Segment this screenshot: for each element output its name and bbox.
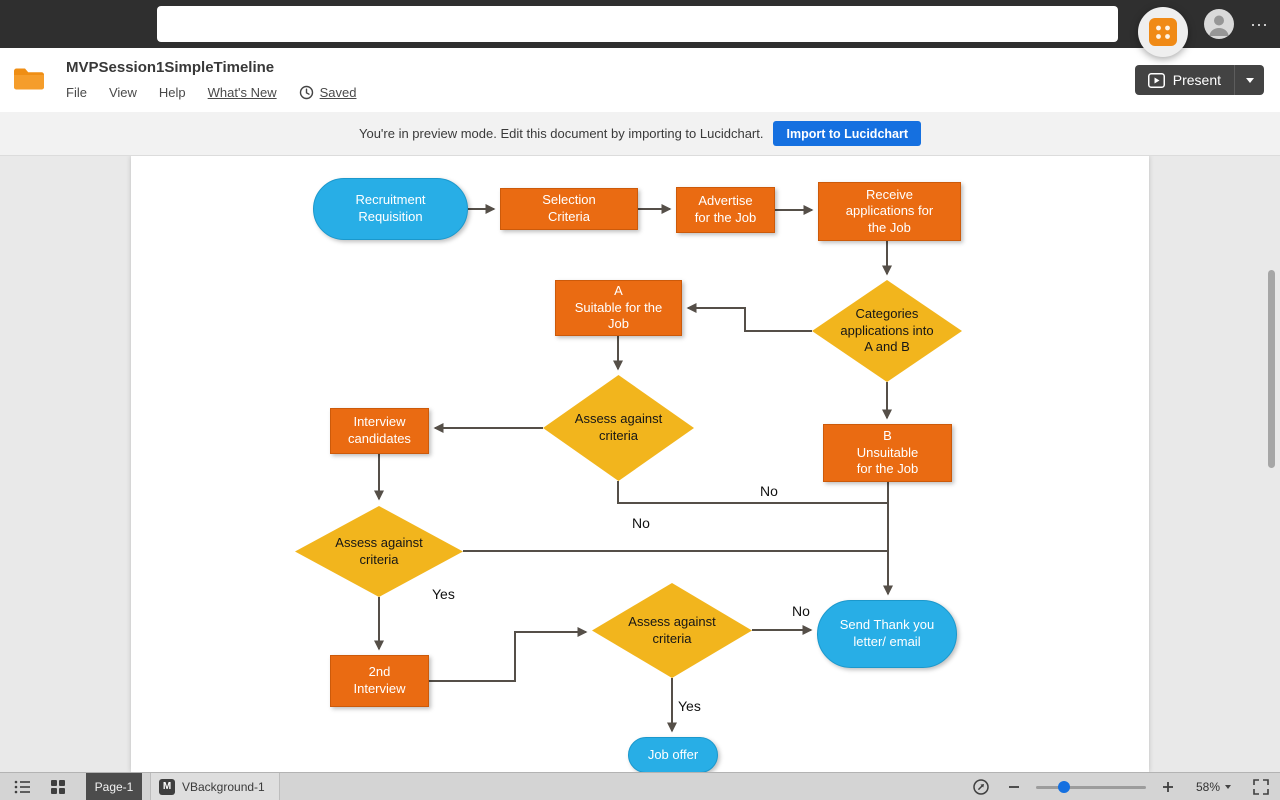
zoom-slider[interactable] (1035, 780, 1146, 794)
present-label: Present (1172, 72, 1221, 88)
edge-label-yes-2: Yes (678, 698, 701, 714)
node-interview-candidates[interactable]: Interview candidates (330, 408, 429, 454)
menu-file[interactable]: File (66, 85, 87, 100)
clock-icon (299, 85, 313, 100)
present-button-group: Present (1134, 65, 1264, 95)
zoom-in-button[interactable] (1159, 778, 1177, 796)
address-bar[interactable] (157, 6, 1118, 42)
overflow-menu-button[interactable]: ⋯ (1244, 10, 1274, 38)
node-a-suitable-for-the-job[interactable]: A Suitable for the Job (555, 280, 682, 336)
plus-icon (1162, 781, 1173, 792)
connector-layer (374, 204, 893, 733)
avatar[interactable] (1204, 9, 1234, 39)
status-bar: Page-1 M VBackground-1 (0, 772, 1280, 800)
vertical-scrollbar[interactable] (1268, 270, 1275, 468)
canvas[interactable]: Recruitment Requisition Selection Criter… (0, 156, 1280, 772)
chevron-down-icon (1225, 784, 1231, 789)
connector-assess1-no (617, 481, 888, 504)
edge-label-no-2: No (632, 515, 650, 531)
node-job-offer[interactable]: Job offer (628, 737, 718, 772)
zoom-controls: 58% (970, 773, 1272, 800)
page-list-button[interactable] (8, 776, 36, 798)
menu-whats-new[interactable]: What's New (207, 85, 277, 100)
saved-status-group: Saved (299, 85, 357, 100)
zoom-slider-thumb[interactable] (1057, 780, 1070, 793)
grid-icon (51, 780, 65, 794)
fullscreen-button[interactable] (1250, 776, 1272, 798)
node-b-unsuitable-for-the-job[interactable]: B Unsuitable for the Job (823, 424, 952, 482)
saved-status[interactable]: Saved (319, 85, 357, 100)
zoom-level-button[interactable]: 58% (1190, 779, 1237, 795)
tab-vbackground-1[interactable]: M VBackground-1 (150, 773, 280, 800)
node-categories-applications[interactable]: Categories applications into A and B (812, 280, 962, 382)
fullscreen-icon (1253, 778, 1269, 795)
present-button[interactable]: Present (1134, 65, 1234, 95)
edge-label-no-1: No (760, 483, 778, 499)
zoom-level: 58% (1195, 779, 1220, 794)
edge-label-no-3: No (792, 603, 810, 619)
master-page-badge: M (159, 778, 175, 795)
menu-view[interactable]: View (108, 85, 137, 100)
folder-icon[interactable] (11, 63, 46, 98)
node-selection-criteria[interactable]: Selection Criteria (500, 188, 638, 230)
zoom-slider-track (1035, 785, 1146, 789)
node-advertise-for-the-job[interactable]: Advertise for the Job (676, 187, 775, 233)
user-silhouette-icon (1209, 15, 1229, 36)
node-recruitment-requisition[interactable]: Recruitment Requisition (313, 178, 468, 240)
zoom-out-button[interactable] (1005, 778, 1023, 796)
top-bar: ⋯ (0, 0, 1280, 57)
node-label: Assess against criteria (335, 534, 423, 567)
node-label: Categories applications into A and B (840, 306, 934, 355)
tab-label: VBackground-1 (182, 779, 265, 794)
chevron-down-icon (1245, 77, 1254, 83)
lucid-extension-icon[interactable] (1149, 18, 1177, 46)
preview-banner: You're in preview mode. Edit this docume… (0, 112, 1280, 156)
zoom-fit-icon (973, 778, 989, 795)
node-assess-against-criteria-2[interactable]: Assess against criteria (295, 506, 463, 597)
tab-page-1[interactable]: Page-1 (86, 773, 142, 800)
preview-message: You're in preview mode. Edit this docume… (358, 126, 764, 141)
edge-label-yes-1: Yes (432, 586, 455, 602)
import-to-lucidchart-button[interactable]: Import to Lucidchart (773, 121, 922, 146)
node-2nd-interview[interactable]: 2nd Interview (330, 655, 429, 707)
list-icon (14, 780, 30, 794)
menu-bar: File View Help What's New Saved (66, 85, 356, 100)
node-receive-applications[interactable]: Receive applications for the Job (818, 182, 961, 241)
connector-2ndinterview-assess3 (429, 627, 588, 682)
extension-highlight-circle (1138, 7, 1188, 57)
page-grid-button[interactable] (44, 776, 72, 798)
present-dropdown-button[interactable] (1234, 65, 1264, 95)
present-play-icon (1147, 72, 1165, 88)
minus-icon (1008, 785, 1019, 788)
tab-label: Page-1 (94, 779, 134, 794)
document-header: MVPSession1SimpleTimeline File View Help… (0, 48, 1280, 112)
node-send-thank-you-letter[interactable]: Send Thank you letter/ email (817, 600, 957, 668)
document-title: MVPSession1SimpleTimeline (66, 59, 275, 76)
connector-categories-asuitable (686, 303, 812, 332)
node-assess-against-criteria-1[interactable]: Assess against criteria (543, 375, 694, 481)
node-assess-against-criteria-3[interactable]: Assess against criteria (592, 583, 752, 678)
menu-help[interactable]: Help (158, 85, 186, 100)
node-label: Assess against criteria (628, 613, 716, 646)
node-label: Assess against criteria (574, 411, 663, 443)
zoom-fit-button[interactable] (970, 776, 992, 798)
